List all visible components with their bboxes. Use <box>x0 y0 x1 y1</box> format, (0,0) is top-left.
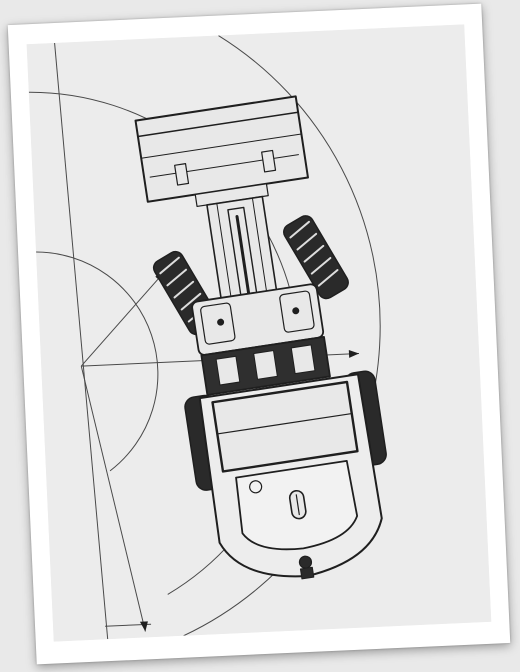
loader-machine <box>134 95 387 580</box>
rear-hitch <box>298 555 315 580</box>
vertical-reference-line <box>54 42 109 640</box>
technical-drawing-area <box>26 24 492 642</box>
rear-body <box>198 373 383 578</box>
turning-radius-diagram <box>26 24 492 642</box>
axis-arrowhead <box>348 349 359 358</box>
inner-turning-arc <box>36 251 159 472</box>
lower-radius-line <box>80 365 146 632</box>
turning-radius-line <box>80 270 166 367</box>
photo-card <box>7 3 511 665</box>
front-chassis <box>191 283 325 356</box>
front-right-wheel <box>283 215 349 300</box>
articulation-joint <box>200 335 331 396</box>
front-bucket <box>134 95 309 207</box>
lower-arrowhead <box>139 621 148 632</box>
